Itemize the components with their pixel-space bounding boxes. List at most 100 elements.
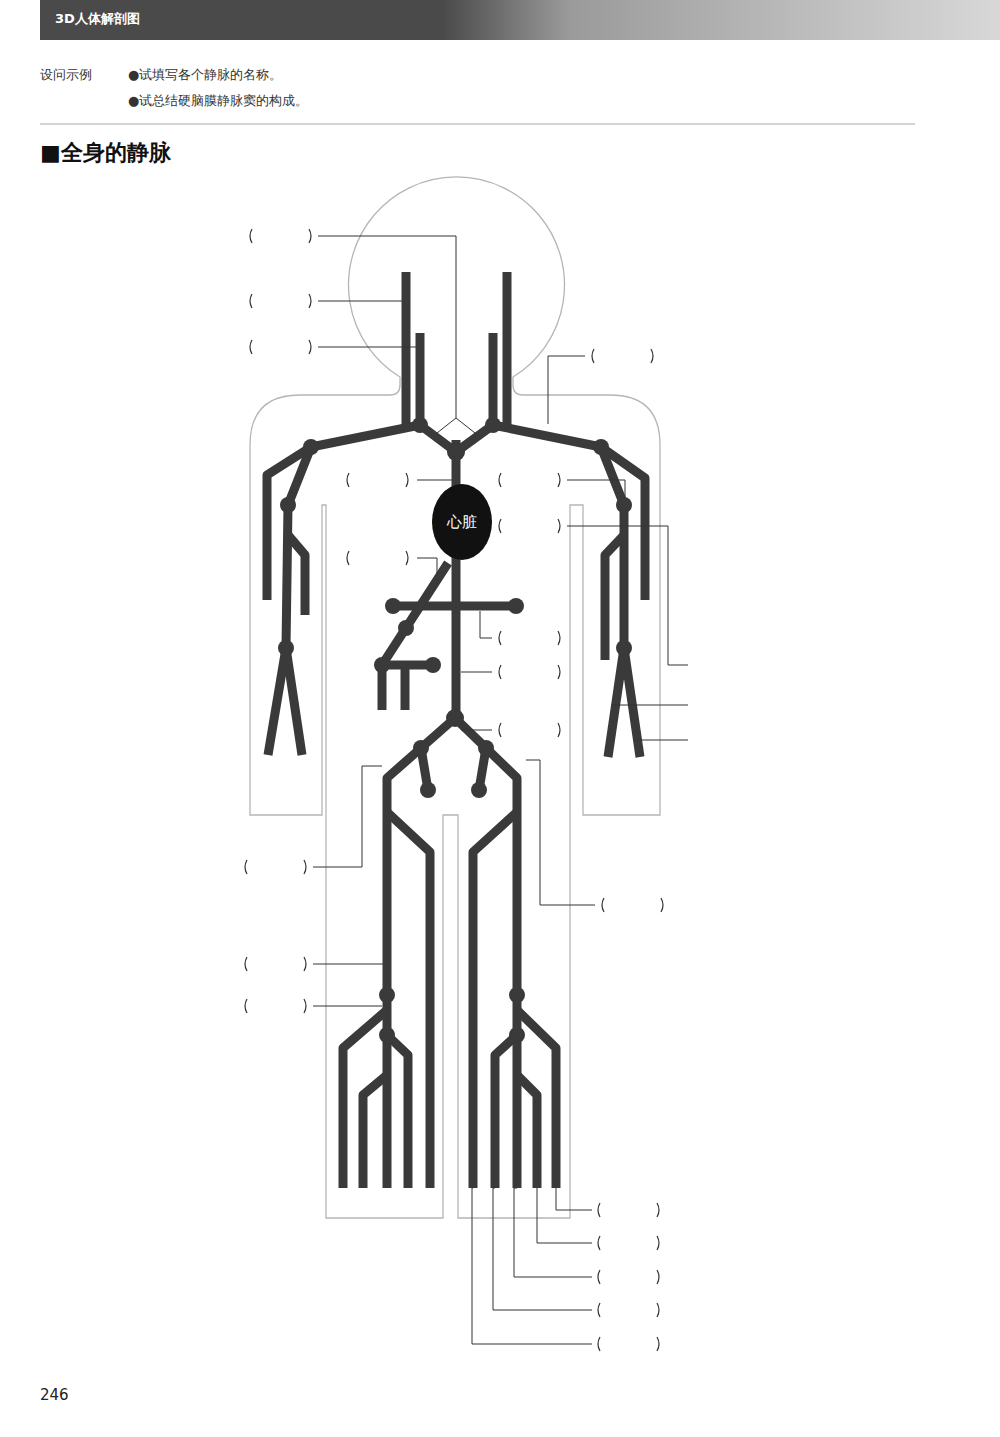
junction-dot [509,987,525,1003]
vein [452,440,461,718]
junction-dot [509,1027,525,1043]
answer-bracket [245,999,247,1013]
answer-bracket [598,1303,600,1317]
header-title: 3D人体解剖图 [55,11,140,27]
answer-bracket [309,340,311,354]
leader-line [318,301,402,302]
vein [401,665,410,710]
answer-bracket [309,229,311,243]
vein [363,1075,387,1188]
heart-ellipse: 心脏 [432,484,492,560]
answer-bracket [558,473,560,487]
vein [489,333,498,425]
answer-bracket [598,1203,600,1217]
answer-bracket [592,349,594,363]
answer-bracket [347,473,349,487]
leader-line [526,760,595,905]
header-bar [40,0,1000,40]
leader-line [472,1188,592,1344]
leader-line [313,1006,382,1007]
vein [288,535,305,615]
junction-dot [280,497,296,513]
question-text: ●试填写各个静脉的名称。 [128,67,282,83]
answer-bracket [499,665,501,679]
answer-bracket [657,1303,659,1317]
answer-bracket [250,294,252,308]
vein [286,648,302,755]
junction-dot [379,1027,395,1043]
leader-line [612,705,688,706]
leader-line [461,672,492,673]
junction-dot [374,657,390,673]
vein [473,812,517,1188]
answer-bracket [250,229,252,243]
leader-line [313,766,382,867]
vein [517,1075,537,1188]
answer-bracket [598,1337,600,1351]
junction-dot [485,417,501,433]
question-text: ●试总结硬脑膜静脉窦的构成。 [128,93,308,109]
junction-dot [413,740,429,756]
leader-line [567,480,625,497]
junction-dot [478,740,494,756]
leader-line [636,740,688,741]
divider-line [40,124,915,125]
vein [393,602,516,611]
leader-line [548,356,585,424]
leader-line [461,730,492,731]
junction-dot [412,417,428,433]
junction-dot [593,439,609,455]
junction-dot [471,782,487,798]
answer-bracket [657,1337,659,1351]
vein [416,333,425,425]
junction-dot [303,439,319,455]
answer-bracket [661,898,663,912]
answer-bracket [499,519,501,533]
heart-shape [432,484,492,560]
junction-dot [385,598,401,614]
junction-dot [447,443,465,461]
leader-line [417,480,452,481]
vein [402,272,411,425]
answer-bracket [602,898,604,912]
junction-dot [508,598,524,614]
answer-bracket [558,723,560,737]
answer-bracket [406,551,408,565]
vein [503,272,512,425]
vein [387,812,430,1188]
leader-line [556,1188,592,1210]
vein [268,447,311,755]
leader-line [514,1188,592,1277]
junction-dot [425,657,441,673]
question-heading: 设问示例 [40,67,92,83]
answer-bracket [406,473,408,487]
leader-line [318,236,456,418]
answer-bracket [347,551,349,565]
leader-line [417,558,437,575]
answer-bracket [250,340,252,354]
vein [382,563,448,710]
section-title: ■全身的静脉 [40,140,171,166]
body-outline [250,177,660,1218]
answer-bracket [558,519,560,533]
answer-bracket [304,999,306,1013]
junction-dot [616,640,632,656]
vein [608,648,624,757]
leader-line [567,526,688,665]
leader-line [537,1188,592,1243]
leader-line [318,347,416,348]
junction-dot [446,709,464,727]
answer-bracket [499,723,501,737]
answer-bracket [657,1236,659,1250]
leader-line [313,964,383,965]
answer-bracket [304,957,306,971]
answer-bracket [657,1270,659,1284]
answer-bracket [304,860,306,874]
junction-dot [278,640,294,656]
junction-dot [420,782,436,798]
vein [495,1035,517,1188]
vein [601,447,640,757]
leader-line [437,418,475,433]
answer-bracket [499,631,501,645]
answer-bracket [499,473,501,487]
